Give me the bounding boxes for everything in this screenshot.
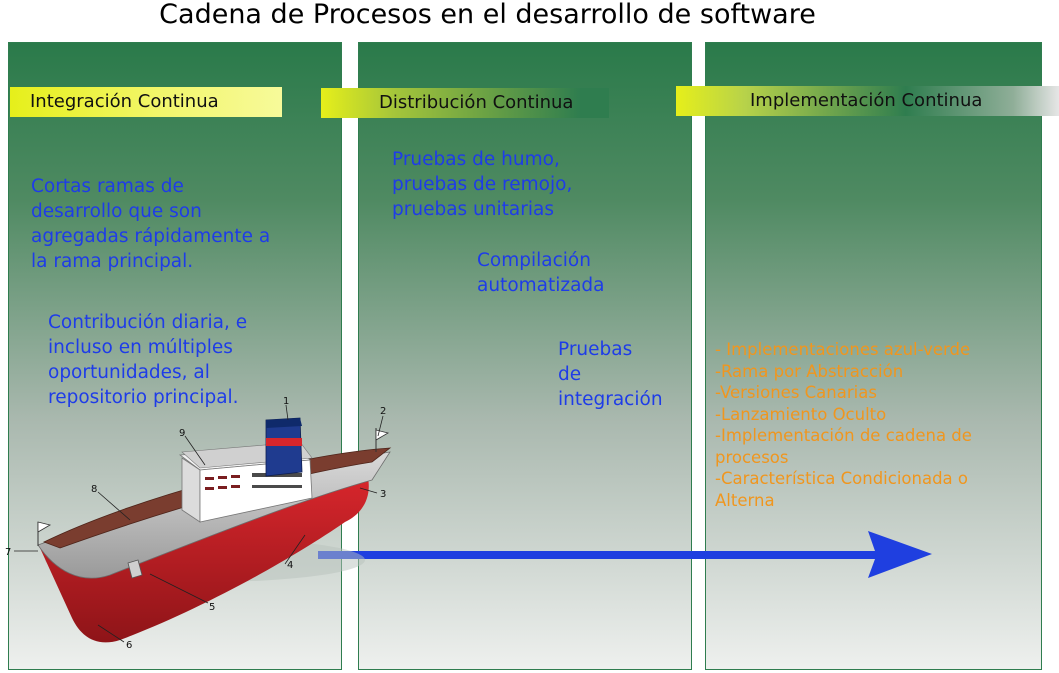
list-item: -Implementación de cadena de procesos — [715, 426, 972, 467]
ship-label-9: 9 — [179, 428, 185, 439]
stage-label-integration: Integración Continua — [10, 87, 282, 117]
ship-label-4: 4 — [287, 560, 293, 571]
stage-label-deployment: Implementación Continua — [676, 86, 1059, 116]
ship-label-6: 6 — [126, 640, 132, 651]
diagram-title: Cadena de Procesos en el desarrollo de s… — [159, 0, 816, 30]
delivery-text-tests: Pruebas de humo, pruebas de remojo, prue… — [392, 149, 573, 220]
panel-delivery — [358, 42, 692, 670]
integration-text-daily: Contribución diaria, e incluso en múltip… — [48, 312, 248, 408]
stage-label-delivery: Distribución Continua — [321, 88, 609, 118]
deployment-strategies-list: - Implementaciones azul-verde -Rama por … — [715, 339, 1025, 511]
ship-callout-labels: 1 2 3 4 5 6 7 8 9 — [5, 396, 386, 651]
delivery-text-integration-tests: Pruebas de integración — [558, 339, 663, 410]
ship-label-7: 7 — [5, 547, 11, 558]
pipeline-arrow — [318, 531, 932, 578]
integration-text-branches: Cortas ramas de desarrollo que son agreg… — [31, 176, 271, 272]
ship-label-3: 3 — [380, 489, 386, 500]
ship-label-5: 5 — [209, 602, 215, 613]
ship-label-2: 2 — [380, 406, 386, 417]
ship-illustration — [14, 404, 392, 643]
list-item: - Implementaciones azul-verde — [715, 340, 971, 359]
list-item: -Versiones Canarias — [715, 383, 877, 402]
list-item: -Lanzamiento Oculto — [715, 404, 887, 424]
ship-label-8: 8 — [91, 484, 97, 495]
delivery-text-build: Compilación automatizada — [477, 250, 605, 296]
list-item: -Característica Condicionada o Alterna — [715, 469, 968, 510]
list-item: -Rama por Abstracción — [715, 361, 904, 381]
ship-label-1: 1 — [283, 396, 289, 407]
